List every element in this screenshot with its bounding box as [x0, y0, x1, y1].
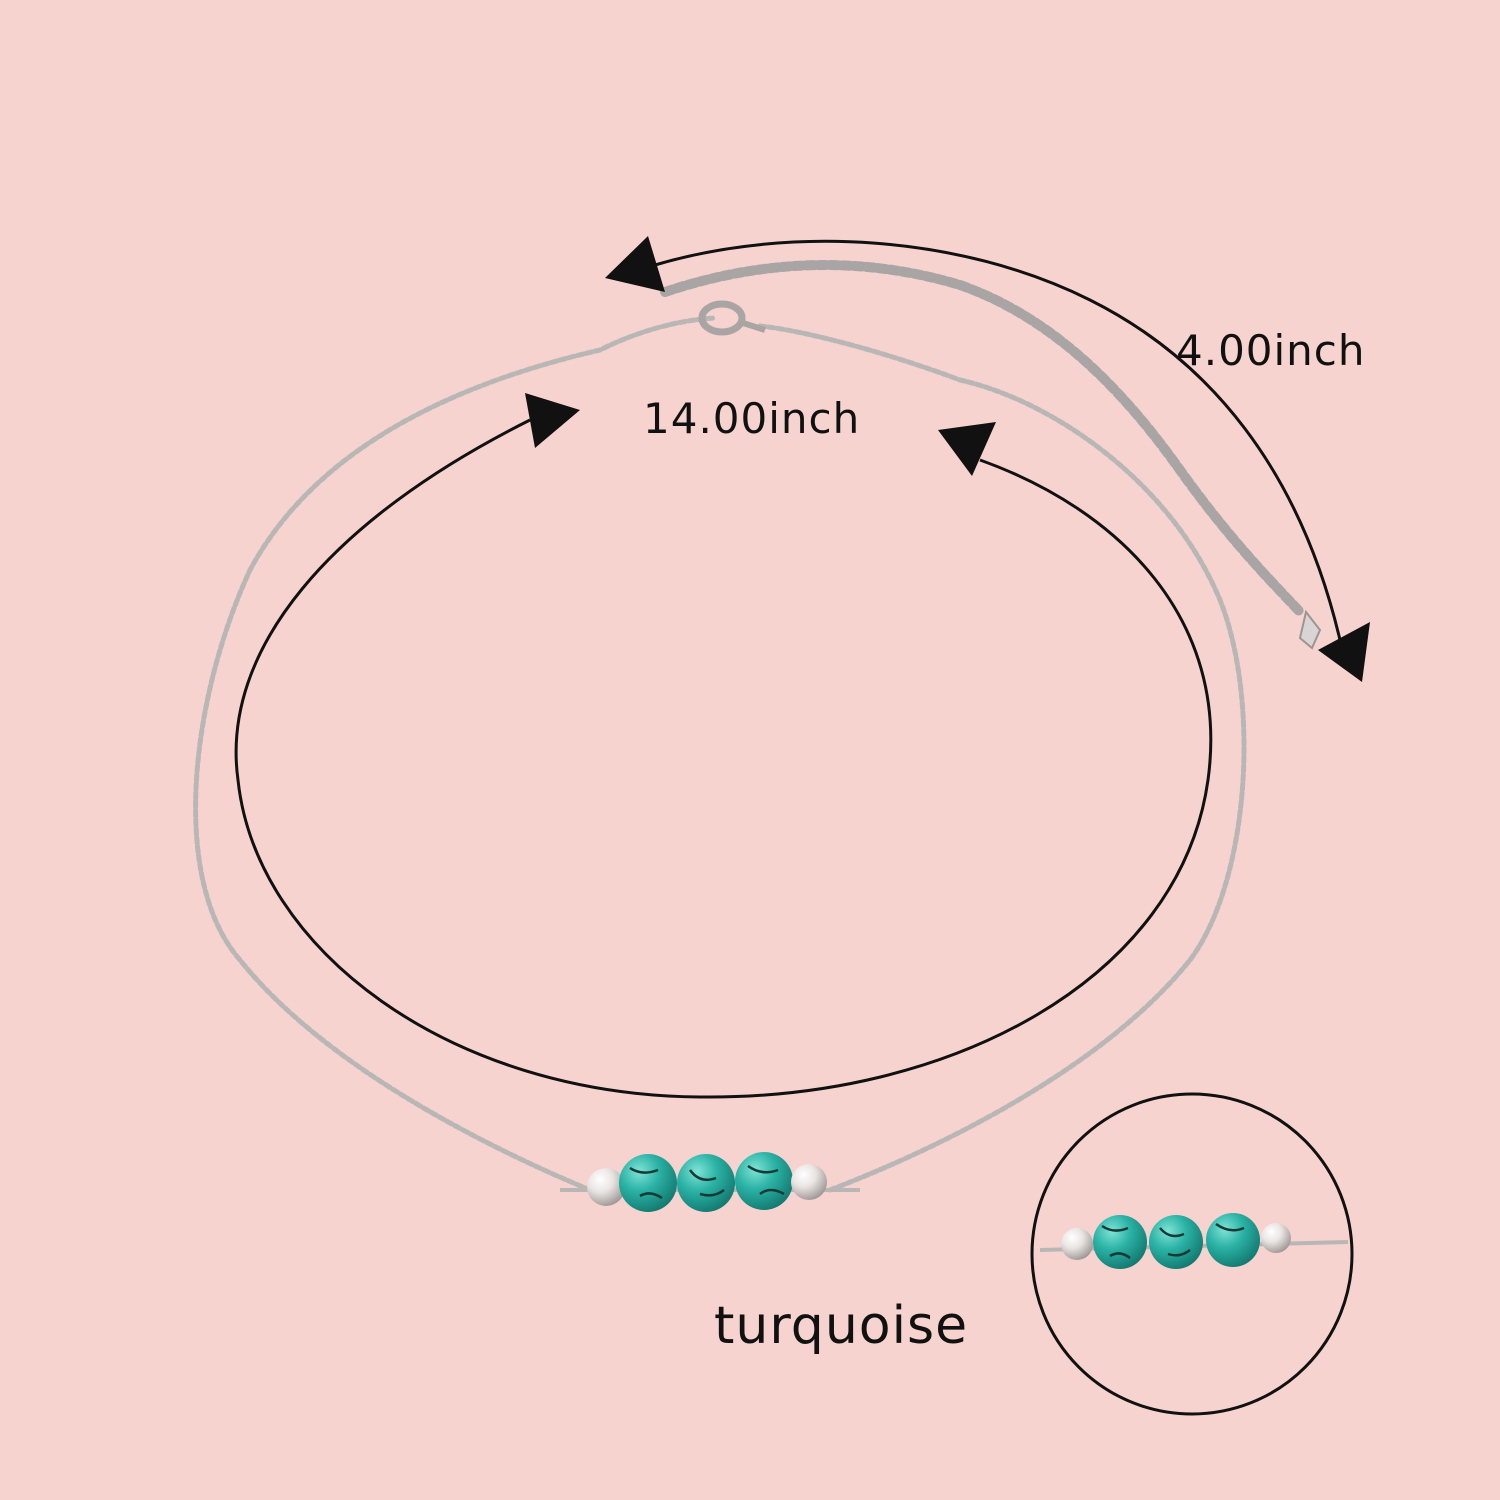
- necklace-measure-arrowhead-left: [525, 393, 580, 448]
- extender-end-charm: [1298, 609, 1322, 650]
- turquoise-bead: [677, 1154, 735, 1212]
- extender-measure-arrowhead-top: [605, 236, 665, 292]
- bead-bar: [560, 1152, 860, 1212]
- extender-measure-arc: [654, 239, 1342, 641]
- extender-length-label: 4.00inch: [1176, 326, 1366, 375]
- extender-measure-arrowhead-bottom: [1318, 622, 1370, 682]
- stone-name-label: turquoise: [714, 1296, 969, 1356]
- spacer-bead-left: [587, 1168, 625, 1206]
- zoom-turquoise-bead: [1149, 1215, 1203, 1269]
- zoom-spacer-bead-right: [1261, 1223, 1291, 1253]
- necklace-measure-arc: [234, 418, 1213, 1099]
- zoom-spacer-bead-left: [1061, 1228, 1093, 1260]
- lobster-clasp: [698, 300, 766, 336]
- spacer-bead-right: [791, 1164, 827, 1200]
- zoom-turquoise-bead: [1206, 1213, 1260, 1267]
- necklace-chain-right: [757, 323, 1247, 1193]
- necklace-chain-left: [193, 315, 718, 1193]
- zoom-bead-bar: [1039, 1213, 1349, 1269]
- zoom-detail-circle: [1030, 1092, 1354, 1416]
- necklace-length-label: 14.00inch: [643, 394, 861, 443]
- necklace-measure-arrowhead-right: [938, 422, 996, 476]
- extender-chain: [660, 260, 1305, 617]
- zoom-turquoise-bead: [1093, 1215, 1147, 1269]
- turquoise-bead: [735, 1152, 793, 1210]
- turquoise-bead: [619, 1154, 677, 1212]
